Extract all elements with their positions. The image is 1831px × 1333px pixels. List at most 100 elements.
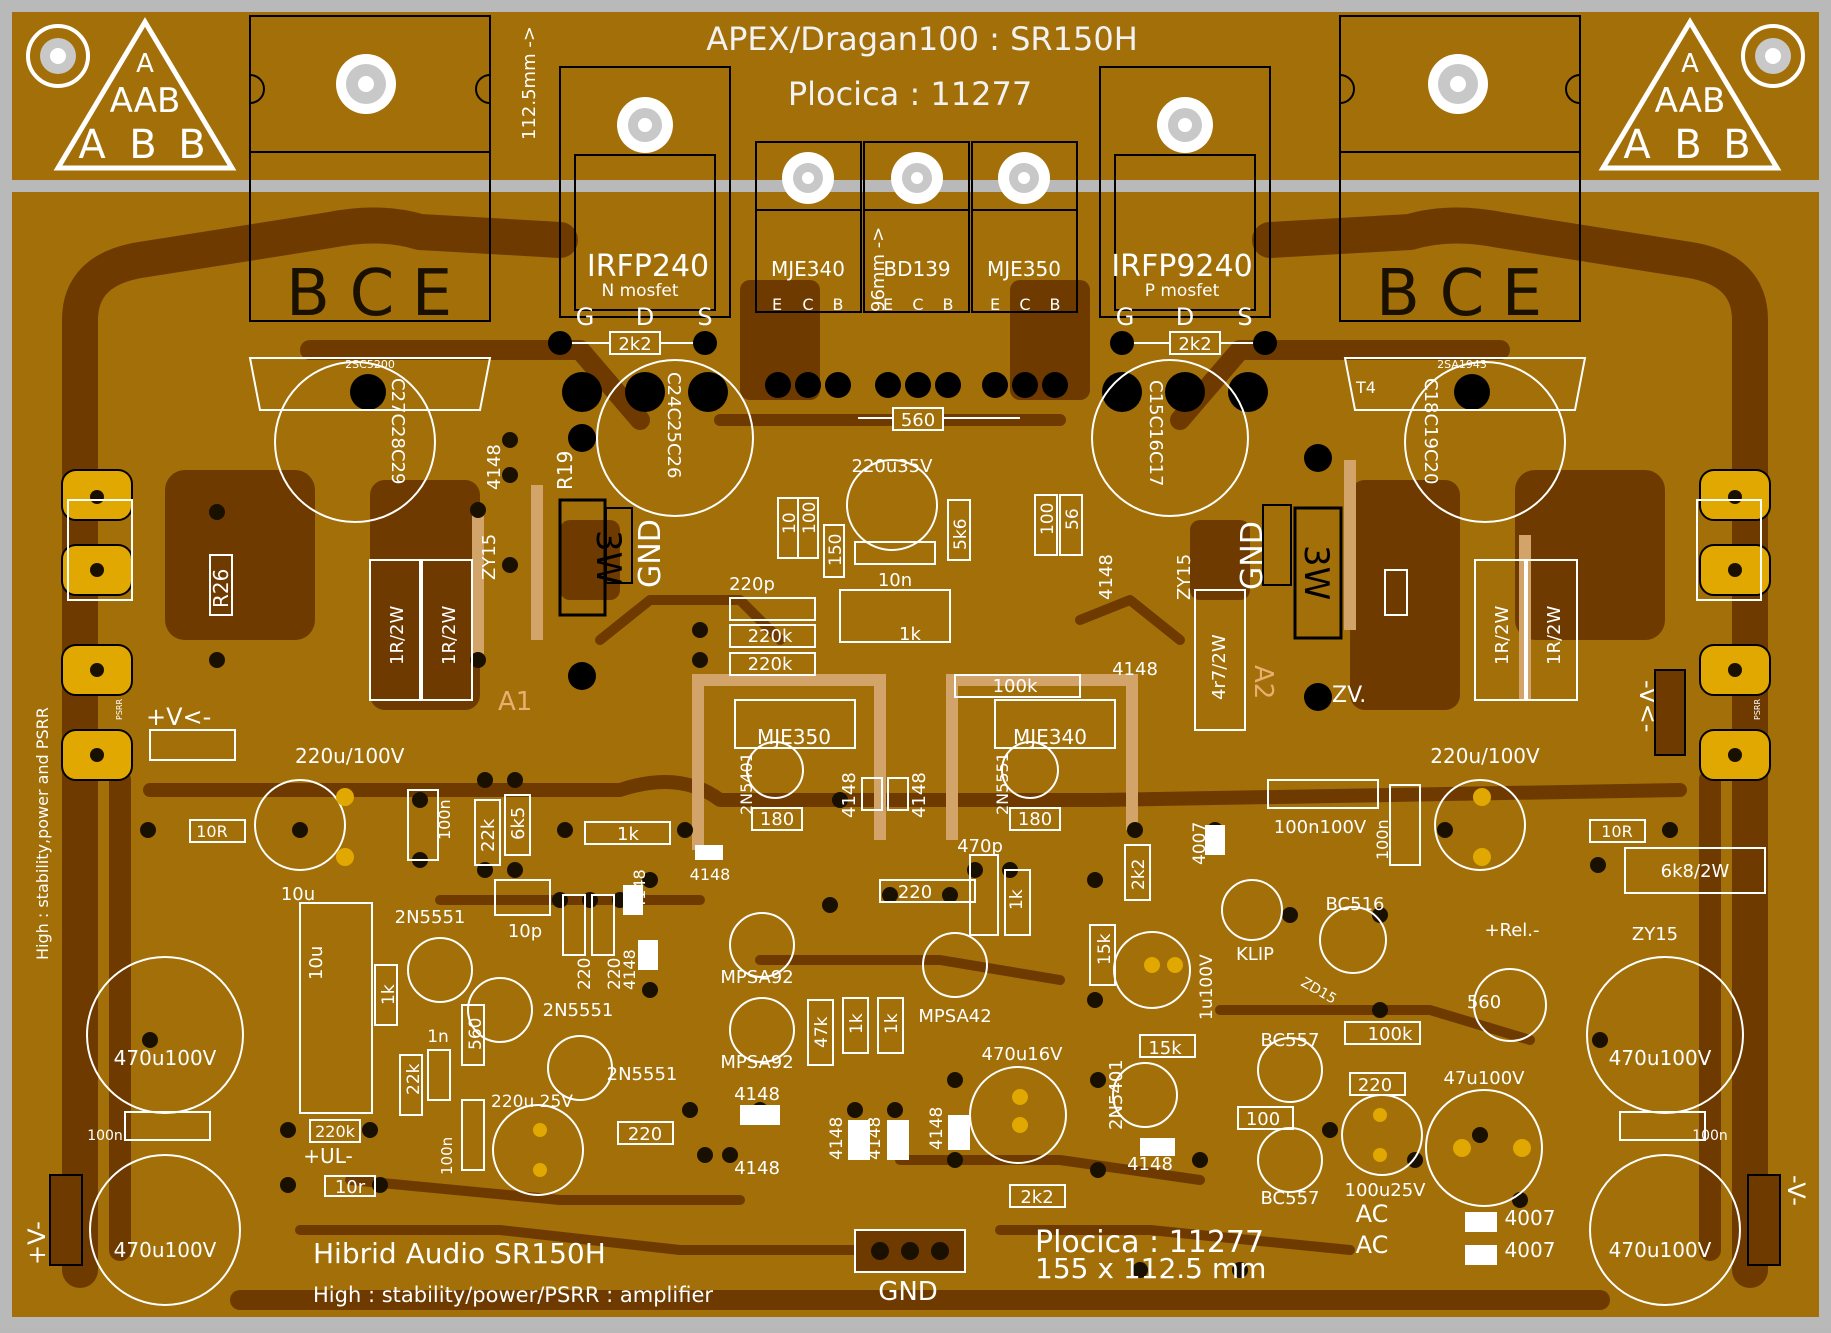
silk-label: 560 (1467, 992, 1501, 1013)
driver-mje340: MJE340 E C B (755, 141, 862, 314)
silk-label: R26 (209, 569, 233, 608)
silk-label: MJE350 (757, 725, 831, 749)
driver-bd139: BD139 E C B 96mm -> (863, 141, 970, 314)
silk-label: 1k (379, 984, 399, 1005)
silk-label: 2N5551 (395, 907, 466, 928)
silk-label: D (636, 303, 654, 331)
silk-label: 5k6 (951, 519, 971, 550)
bce-right-e: E (1502, 257, 1542, 331)
logo-triangle-right: A AAB A B B (1598, 17, 1782, 171)
logo-right-row3a: A (1623, 122, 1651, 168)
silk-label: 1k (1007, 889, 1027, 910)
silk-label: 100k (993, 676, 1038, 697)
silk-label: 6k8/2W (1661, 861, 1730, 882)
silk-label: 100 (1038, 503, 1058, 535)
silk-label: 220u/100V (295, 744, 405, 768)
silk-label: 4r7/2W (1209, 634, 1230, 700)
bce-left-c: C (350, 257, 395, 331)
silk-label: 100 (800, 502, 820, 534)
logo-right-row3b: B (1674, 122, 1701, 168)
silk-label: 10p (508, 921, 542, 942)
silk-label: 3W (588, 530, 628, 585)
gold-connectors: PSRR PSRR (61, 469, 1771, 781)
silk-label: C15C16C17 (1145, 380, 1166, 486)
silk-label: AC (1356, 1231, 1389, 1259)
silk-label: C (802, 295, 813, 314)
silk-label: 3W (1296, 545, 1336, 600)
silk-label: 2k2 (1178, 334, 1211, 355)
silk-label: 220k (315, 1122, 356, 1141)
silk-label: S (697, 303, 712, 331)
silk-label: 4148 (827, 1117, 847, 1160)
mount-hole-tl (26, 24, 90, 88)
silk-label: +Rel.- (1484, 920, 1539, 941)
silk-label: 10R (1601, 822, 1632, 841)
pmosfet-label: P mosfet (1145, 281, 1220, 301)
silk-label: 220k (748, 626, 793, 647)
silk-label: 1n (427, 1027, 449, 1047)
silk-label: 220k (748, 654, 793, 675)
logo-left-row1: A (136, 49, 154, 79)
silk-label: 100k (1368, 1024, 1413, 1045)
silk-label: 15k (1095, 933, 1115, 965)
silk-label: 4148 (1112, 659, 1158, 680)
silk-label: +V<- (146, 703, 211, 731)
silk-label: 220 (898, 882, 932, 903)
top-title: APEX/Dragan100 : SR150H (706, 20, 1138, 58)
silk-label: GND (878, 1277, 938, 1307)
silk-label: 4007 (1505, 1206, 1556, 1230)
silk-label: C24C25C26 (663, 372, 684, 478)
silk-label: 560 (901, 410, 935, 431)
silk-label: 2N5551 (607, 1064, 678, 1085)
silk-label: 100n (1373, 819, 1392, 860)
silk-label: B (1050, 295, 1061, 314)
silk-label: 4007 (1505, 1238, 1556, 1262)
silk-label: +V- (23, 1221, 51, 1265)
silk-label: ZY15 (1174, 554, 1195, 600)
silk-label: 4148 (734, 1084, 780, 1105)
silk-label: 10u (281, 884, 315, 905)
irfp240-label: IRFP240 (587, 249, 709, 284)
silk-label: 2k2 (618, 334, 651, 355)
logo-triangle-left: A AAB A B B (53, 17, 237, 171)
gds-left: G D S (576, 303, 713, 331)
silk-label: 220 (1358, 1075, 1392, 1096)
nmosfet-label: N mosfet (601, 281, 678, 301)
silk-label: 1R/2W (439, 606, 460, 665)
gnd-connector: GND (854, 1229, 966, 1307)
silk-label: -V- (1782, 1175, 1810, 1206)
silk-label: 220 (605, 958, 625, 990)
silk-label: B (943, 295, 954, 314)
silk-label: C27C28C29 (387, 378, 408, 484)
logo-right-row2: AAB (1655, 81, 1726, 121)
silk-label: MPSA92 (720, 1052, 793, 1073)
bce-right-c: C (1440, 257, 1485, 331)
silk-label: BC557 (1261, 1030, 1320, 1051)
footer-plocica: Plocica : 11277 (1035, 1225, 1264, 1260)
silk-label: ZV. (1332, 683, 1366, 708)
silk-label: MPSA42 (918, 1006, 991, 1027)
silk-label: 2k2 (1129, 859, 1149, 890)
left-region-silk: R26 R19 3W GND 4148 ZY15 1R/2W 1R/2W A1 … (146, 444, 730, 884)
silk-label: 180 (1018, 809, 1052, 830)
silk-label: E (772, 295, 782, 314)
silk-label: G (576, 303, 595, 331)
silk-label: 220 (575, 958, 595, 990)
silk-label: B (833, 295, 844, 314)
silk-label: MJE340 (1013, 725, 1087, 749)
silk-label: KLIP (1236, 944, 1274, 965)
footer-dimensions: 155 x 112.5 mm (1035, 1252, 1266, 1285)
silk-label: 2N5551 (993, 752, 1012, 815)
silk-label: 100n100V (1274, 817, 1367, 838)
bd139-label: BD139 (883, 257, 950, 281)
logo-right-row1: A (1681, 49, 1699, 79)
gds-right: G D S (1116, 303, 1253, 331)
silk-label: 47k (812, 1016, 832, 1048)
silk-label: 100u25V (1345, 1180, 1427, 1201)
silk-label: E (883, 295, 893, 314)
silk-label: 1R/2W (1544, 606, 1565, 665)
logo-left-row3c: B (178, 122, 205, 168)
mosfet-p-package: IRFP9240 P mosfet (1099, 66, 1271, 318)
silk-label: AC (1356, 1200, 1389, 1228)
logo-right-row3c: B (1723, 122, 1750, 168)
